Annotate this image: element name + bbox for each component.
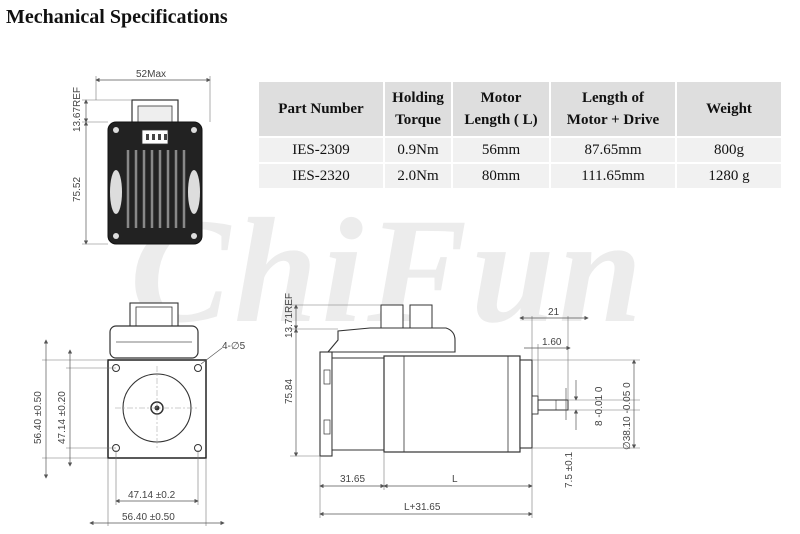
side-view-drawing: 13.71REF 75.84 21 1.60 7.5 ±0.1 8 -0.01 …: [284, 293, 640, 518]
dim-side-height: 75.84: [284, 379, 295, 404]
cell-total-length: 87.65mm: [551, 138, 675, 162]
dim-top-ref: 13.67REF: [72, 87, 83, 132]
dim-drive-length: 31.65: [340, 474, 365, 485]
dim-shaft-step: 1.60: [542, 337, 562, 348]
cell-torque: 2.0Nm: [385, 164, 451, 188]
cell-part-number: IES-2320: [259, 164, 383, 188]
dim-front-height-outer: 56.40 ±0.50: [33, 391, 44, 444]
dim-side-ref: 13.71REF: [284, 293, 295, 338]
table-row: IES-2320 2.0Nm 80mm 111.65mm 1280 g: [259, 164, 781, 188]
cell-torque: 0.9Nm: [385, 138, 451, 162]
cell-motor-length: 80mm: [453, 164, 549, 188]
dim-shaft-diameter: 8 -0.01 0: [594, 386, 605, 426]
cell-weight: 800g: [677, 138, 781, 162]
dim-front-width-inner: 47.14 ±0.2: [128, 490, 176, 501]
cell-part-number: IES-2309: [259, 138, 383, 162]
dim-holes: 4-∅5: [222, 341, 246, 352]
dim-motor-length: L: [452, 474, 458, 485]
dim-top-width: 52Max: [136, 69, 166, 80]
page-title: Mechanical Specifications: [6, 6, 228, 28]
cell-weight: 1280 g: [677, 164, 781, 188]
dim-shaft-length: 21: [548, 307, 560, 318]
cell-total-length: 111.65mm: [551, 164, 675, 188]
dim-shaft-flat: 7.5 ±0.1: [564, 451, 575, 488]
dim-front-width-outer: 56.40 ±0.50: [122, 512, 175, 523]
header-part-number: Part Number: [259, 82, 383, 136]
rear-view-drawing: 52Max 13.67REF 75.52: [72, 69, 211, 245]
dim-front-height-inner: 47.14 ±0.20: [57, 391, 68, 444]
front-view-drawing: 4-∅5 56.40 ±0.50 47.14 ±0.20 47.14 ±0.2 …: [33, 302, 246, 526]
header-weight: Weight: [677, 82, 781, 136]
cell-motor-length: 56mm: [453, 138, 549, 162]
dim-pilot-diameter: ∅38.10 -0.05 0: [622, 382, 633, 450]
dim-top-height: 75.52: [72, 177, 83, 202]
dim-total-length: L+31.65: [404, 502, 441, 513]
table-row: IES-2309 0.9Nm 56mm 87.65mm 800g: [259, 138, 781, 162]
